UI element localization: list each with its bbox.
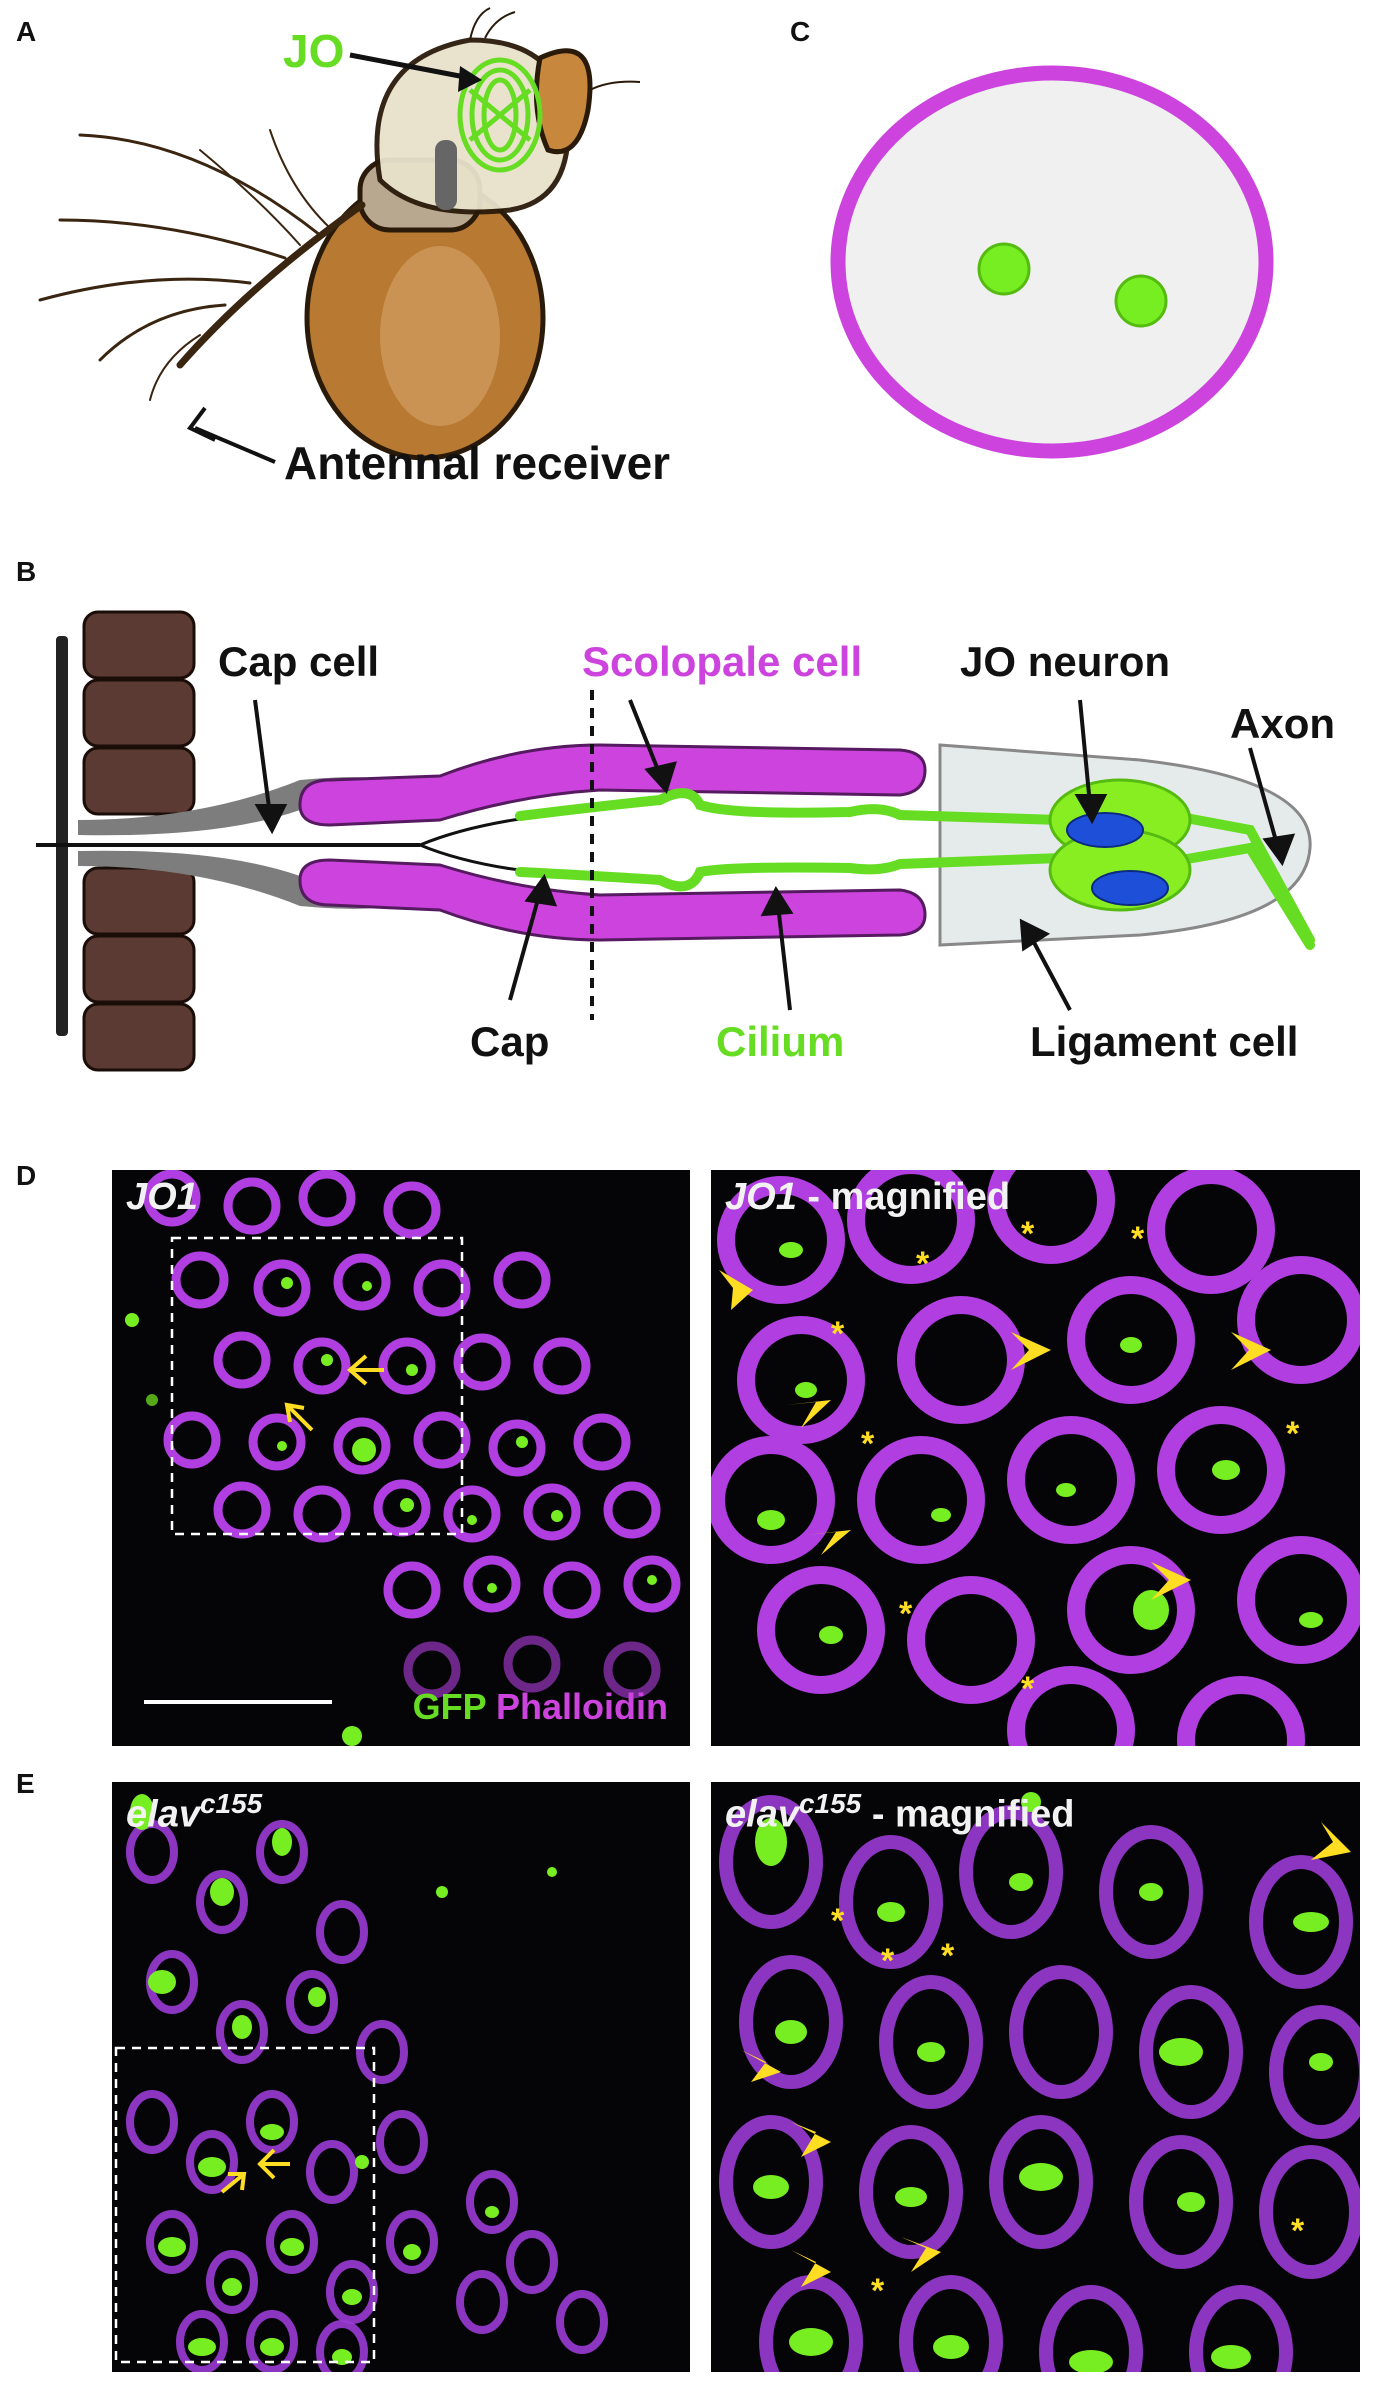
panel-letter-e: E	[16, 1768, 35, 1799]
scolopale-cell-label: Scolopale cell	[582, 638, 863, 685]
legend-phalloidin: Phalloidin	[495, 1686, 668, 1727]
elav-title: elavc155	[126, 1788, 263, 1836]
svg-text:*: *	[916, 1245, 930, 1283]
svg-text:*: *	[831, 1902, 845, 1940]
jo-neuron-label: JO neuron	[960, 638, 1171, 685]
legend-gfp: GFP	[412, 1686, 486, 1727]
svg-text:*: *	[1291, 2212, 1305, 2250]
svg-text:*: *	[871, 2272, 885, 2310]
ligament-cell-label: Ligament cell	[1030, 1018, 1299, 1065]
svg-text:*: *	[1021, 1215, 1035, 1253]
micrograph-jo1-magnified: * * * * * * * * JO1 - magnified	[711, 1170, 1360, 1746]
elav-magnified-cells: * * * * *	[719, 1792, 1360, 2372]
micrograph-elav: elavc155	[112, 1782, 690, 2372]
panel-letter-a: A	[16, 16, 37, 47]
panel-letter-c: C	[790, 16, 811, 47]
cilium-label: Cilium	[716, 1018, 845, 1065]
svg-text:*: *	[1131, 1220, 1145, 1258]
svg-text:*: *	[899, 1595, 913, 1633]
panel-letter-d: D	[16, 1160, 37, 1191]
axon-label: Axon	[1230, 700, 1335, 747]
jo1-magnified-title: JO1 - magnified	[725, 1176, 1011, 1218]
svg-text:*: *	[881, 1942, 895, 1980]
jo1-cells	[125, 1170, 681, 1746]
micrograph-jo1: JO1 GFP Phalloidin	[112, 1170, 690, 1746]
chordotonal-organ-diagram	[36, 610, 1315, 1072]
jo-label: JO	[283, 25, 345, 77]
elav-magnified-title: elavc155 - magnified	[725, 1788, 1075, 1836]
stain-legend: GFP Phalloidin	[413, 1686, 668, 1728]
micrograph-elav-magnified: * * * * * elavc155 - magnified	[711, 1782, 1360, 2372]
svg-text:*: *	[1021, 1670, 1035, 1708]
jo1-title: JO1	[126, 1176, 198, 1218]
jo-organ-icon	[457, 57, 543, 173]
svg-text:*: *	[1286, 1415, 1300, 1453]
svg-text:*: *	[861, 1425, 875, 1463]
cap-label: Cap	[470, 1018, 550, 1065]
cross-section-diagram	[830, 65, 1274, 459]
svg-text:*: *	[941, 1937, 955, 1975]
jo1-magnified-cells: * * * * * * * *	[711, 1170, 1360, 1746]
fly-antenna-illustration	[38, 7, 641, 464]
svg-text:*: *	[831, 1315, 845, 1353]
panel-letter-b: B	[16, 556, 37, 587]
antennal-receiver-label: Antennal receiver	[284, 437, 671, 489]
cap-cell-label: Cap cell	[218, 638, 380, 685]
elav-cells	[114, 1794, 608, 2372]
